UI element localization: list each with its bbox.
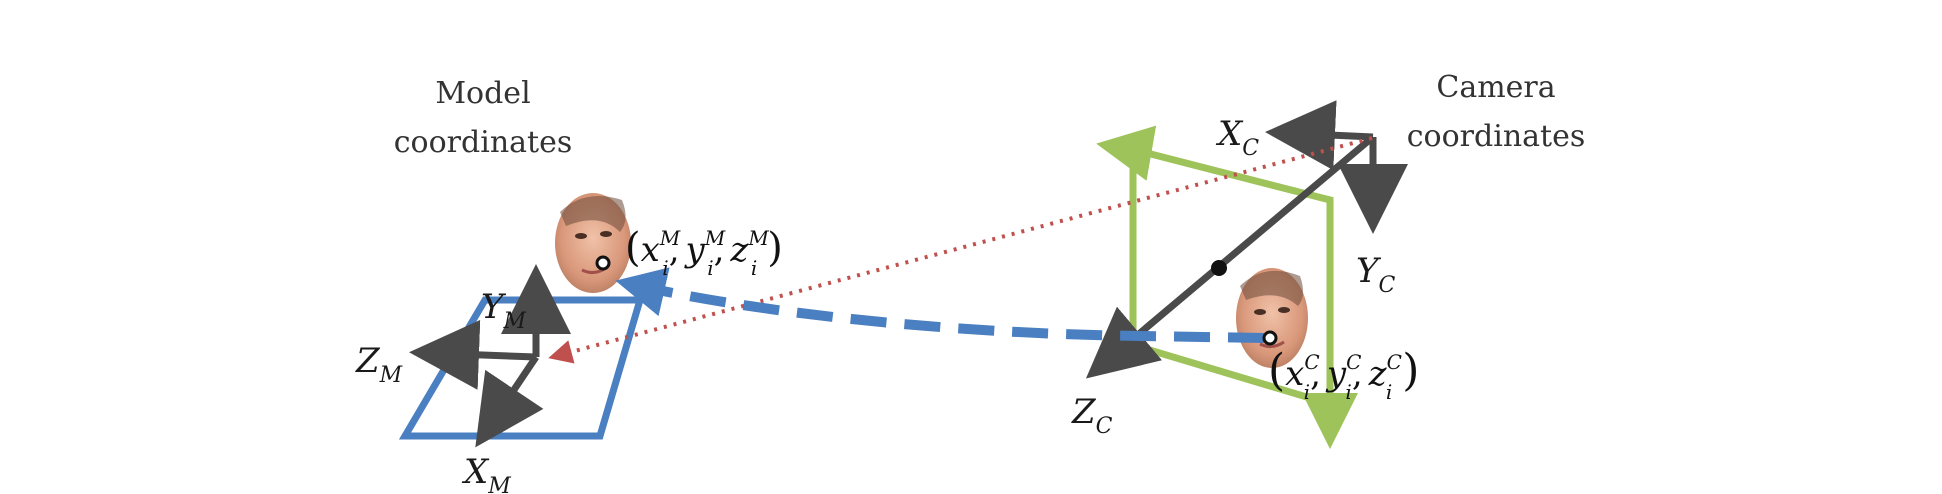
camera-principal-point bbox=[1211, 260, 1227, 276]
camera-x-label: XC bbox=[1215, 114, 1259, 161]
camera-title-line2: coordinates bbox=[1407, 119, 1585, 154]
transform-arrow bbox=[615, 267, 1265, 343]
model-z-label: ZM bbox=[355, 341, 403, 388]
model-y-label: YM bbox=[481, 287, 526, 334]
camera-title-line1: Camera bbox=[1436, 70, 1555, 105]
model-x-axis bbox=[475, 355, 544, 448]
camera-face-point bbox=[1262, 330, 1278, 346]
camera-plane-corner-arrow bbox=[1096, 125, 1157, 181]
camera-z-label: ZC bbox=[1071, 392, 1113, 439]
camera-plane-top-right bbox=[1142, 148, 1358, 449]
model-title-line2: coordinates bbox=[394, 125, 572, 160]
projection-ray bbox=[548, 136, 1373, 364]
model-title-line1: Model bbox=[435, 76, 530, 111]
camera-face bbox=[1236, 268, 1308, 368]
model-face bbox=[555, 193, 631, 293]
camera-z-axis bbox=[1085, 134, 1376, 379]
camera-y-label: YC bbox=[1356, 251, 1395, 298]
model-z-axis bbox=[409, 319, 537, 390]
model-face-point bbox=[595, 255, 611, 271]
camera-x-axis bbox=[1265, 100, 1374, 171]
model-x-label: XM bbox=[461, 452, 511, 494]
model-plane bbox=[398, 296, 645, 440]
